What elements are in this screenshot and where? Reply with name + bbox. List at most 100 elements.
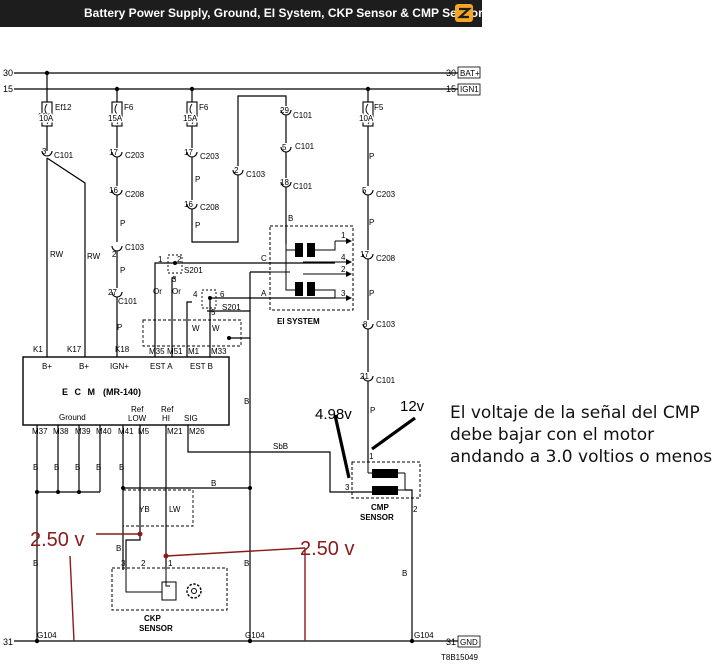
annotation-markers <box>137 531 169 559</box>
svg-text:Ef12: Ef12 <box>55 103 72 112</box>
svg-text:2: 2 <box>413 505 418 514</box>
ckp-harness-box <box>122 489 194 527</box>
svg-text:RW: RW <box>50 250 64 259</box>
svg-text:M5: M5 <box>138 427 150 436</box>
fuse-f6-a: F6 <box>111 101 134 127</box>
c101-e-pin: 18 <box>280 178 289 187</box>
svg-text:M33: M33 <box>211 347 227 356</box>
svg-text:M35: M35 <box>149 347 165 356</box>
c101-d-pin: 5 <box>282 143 287 152</box>
svg-text:1: 1 <box>168 559 173 568</box>
app-logo-icon[interactable] <box>454 3 474 23</box>
c101-c-name: C101 <box>293 111 313 120</box>
svg-text:M21: M21 <box>167 427 183 436</box>
gear-icon <box>186 583 202 599</box>
svg-text:B: B <box>96 463 101 472</box>
fuse-amp-labels: 10A 15A 15A 10A <box>38 113 376 125</box>
svg-text:P: P <box>120 219 125 228</box>
voltage-annotations: 4.98v 12v 2.50 v 2.50 v <box>30 398 425 560</box>
svg-text:M39: M39 <box>75 427 91 436</box>
svg-text:G104: G104 <box>245 631 265 640</box>
svg-text:K18: K18 <box>115 345 130 354</box>
svg-text:K17: K17 <box>67 345 82 354</box>
fuse-f6-b: F6 <box>186 101 209 127</box>
c103-a-pin: 2 <box>112 250 117 259</box>
svg-text:10A: 10A <box>38 112 53 121</box>
svg-text:1: 1 <box>158 255 163 264</box>
c101-f-pin: 21 <box>360 372 369 381</box>
ecm-module: K1 K17 K18 M35 M51 M1 M33 B+ B+ IGN+ EST… <box>22 345 230 436</box>
svg-text:RW: RW <box>87 252 101 261</box>
c101-a-name: C101 <box>54 151 74 160</box>
ei-system: 1 4 2 3 EI SYSTEM <box>269 225 354 326</box>
gnd-rail-number: 31 <box>3 637 13 647</box>
svg-text:B: B <box>54 463 59 472</box>
svg-text:Or: Or <box>172 287 181 296</box>
c203-c-name: C203 <box>376 190 396 199</box>
svg-text:B: B <box>33 559 38 568</box>
svg-text:SENSOR: SENSOR <box>360 513 394 522</box>
svg-text:B: B <box>244 559 249 568</box>
note-line-2: debe bajar con el motor <box>450 425 655 445</box>
svg-text:LW: LW <box>169 505 181 514</box>
c103-a-name: C103 <box>125 243 145 252</box>
svg-text:S201: S201 <box>222 303 241 312</box>
svg-text:4: 4 <box>193 290 198 299</box>
c208-c-pin: 17 <box>360 250 369 259</box>
svg-text:B: B <box>75 463 80 472</box>
c101-e-name: C101 <box>293 182 313 191</box>
c101-b-name: C101 <box>118 297 138 306</box>
c103-c-name: C103 <box>376 320 396 329</box>
annotation-arrows <box>333 414 416 479</box>
svg-text:B: B <box>211 479 216 488</box>
ecm-model: (MR-140) <box>103 387 141 397</box>
svg-text:P: P <box>195 175 200 184</box>
ckp-low-voltage: 2.50 v <box>30 529 84 551</box>
gnd-rail-number-right: 31 <box>446 637 456 647</box>
svg-text:1: 1 <box>341 231 346 240</box>
svg-text:P: P <box>369 218 374 227</box>
svg-text:B: B <box>33 463 38 472</box>
junction-dots <box>34 70 415 644</box>
svg-text:Ground: Ground <box>59 413 86 422</box>
c103-b-pin: 2 <box>234 166 239 175</box>
connector-symbols <box>41 109 374 382</box>
fuse-f5-amp: 10A <box>359 114 374 123</box>
svg-text:LOW: LOW <box>128 414 147 423</box>
fuse-f5: F5 <box>362 101 384 127</box>
svg-text:P: P <box>195 221 200 230</box>
svg-text:3: 3 <box>345 483 350 492</box>
svg-text:5: 5 <box>211 308 216 317</box>
svg-text:B: B <box>116 544 121 553</box>
page-title: Battery Power Supply, Ground, EI System,… <box>84 6 501 20</box>
svg-text:P: P <box>369 289 374 298</box>
svg-text:M26: M26 <box>189 427 205 436</box>
svg-text:6: 6 <box>220 290 225 299</box>
fuse-f6-a-amp: 15A <box>108 114 123 123</box>
rail-tags: BAT+ IGN1 GND <box>457 66 481 648</box>
svg-text:4: 4 <box>341 253 346 262</box>
svg-text:EST A: EST A <box>150 362 173 371</box>
svg-text:CKP: CKP <box>144 614 162 623</box>
svg-text:C: C <box>261 254 267 263</box>
svg-text:P: P <box>117 323 122 332</box>
c208-a-name: C208 <box>125 190 145 199</box>
svg-text:SbB: SbB <box>273 442 288 451</box>
ei-system-label: EI SYSTEM <box>277 317 320 326</box>
svg-text:B: B <box>244 397 249 406</box>
svg-text:B: B <box>288 214 293 223</box>
svg-text:F5: F5 <box>374 103 384 112</box>
svg-text:B+: B+ <box>79 362 89 371</box>
note-line-1: El voltaje de la señal del CMP <box>450 403 700 423</box>
ecm-label: E C M <box>62 387 97 397</box>
svg-text:HI: HI <box>162 414 170 423</box>
svg-text:2: 2 <box>141 559 146 568</box>
svg-text:M40: M40 <box>96 427 112 436</box>
svg-text:M51: M51 <box>167 347 183 356</box>
svg-text:3: 3 <box>121 559 126 568</box>
cmp-power-voltage: 12v <box>400 398 425 415</box>
svg-text:2: 2 <box>177 255 182 264</box>
svg-text:1: 1 <box>369 452 374 461</box>
rail-labels: 30 15 31 30 15 31 <box>3 68 456 647</box>
